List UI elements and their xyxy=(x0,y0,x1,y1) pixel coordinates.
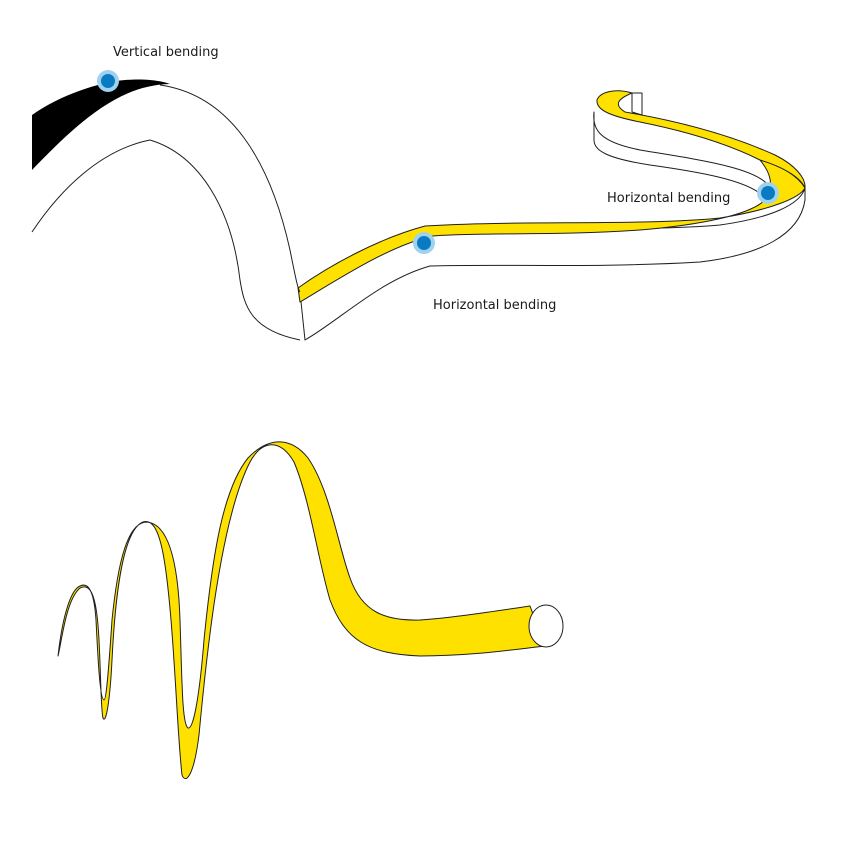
strip-curl-top xyxy=(596,90,806,189)
label-vertical-bending: Vertical bending xyxy=(113,45,219,60)
strip-arch-top xyxy=(32,79,170,170)
horizontal-bend-marker-right xyxy=(757,182,779,204)
strip-end-cap xyxy=(631,92,643,116)
strip-side-face xyxy=(32,112,805,341)
strip-arch-body xyxy=(32,84,300,342)
label-horizontal-bending-right: Horizontal bending xyxy=(607,191,730,206)
tube-body xyxy=(57,441,546,780)
flexible-tube-spiral xyxy=(57,441,564,780)
strip-sweep-body xyxy=(299,187,806,341)
strip-outline-left-lower xyxy=(31,139,151,233)
strip-outline-arch-inner xyxy=(149,139,301,341)
vertical-bend-marker xyxy=(97,70,119,92)
tube-open-end xyxy=(528,604,564,648)
flexible-strip-top xyxy=(31,79,806,342)
label-horizontal-bending-bottom: Horizontal bending xyxy=(433,298,556,313)
horizontal-bend-marker-middle xyxy=(413,232,435,254)
strip-outline-arch-outer xyxy=(159,84,301,293)
